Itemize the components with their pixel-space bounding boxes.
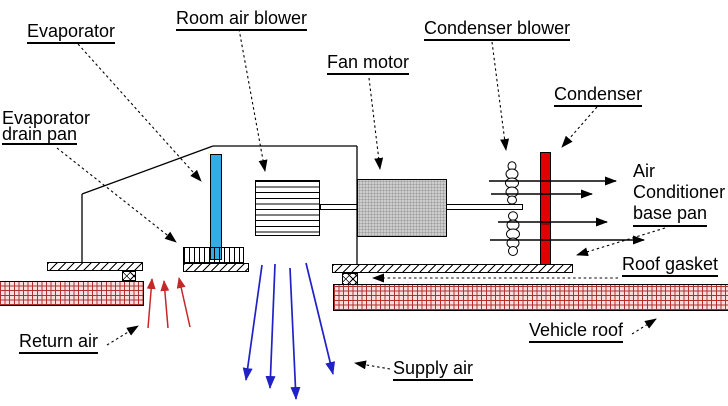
leader-vehicle-roof [631,318,657,335]
supply-air-label: Supply air [393,359,474,381]
condenser-blower-label: Condenser blower [424,19,571,41]
evaporator-drain-pan-label-line1: Evaporator [2,108,91,128]
leader-condenser [561,106,598,148]
roof-gasket-label: Roof gasket [622,255,719,277]
fan-motor-box [357,179,447,237]
leader-condenser-blower [491,41,510,151]
condenser-airflow-arrows [489,176,645,245]
ac-base-pan-label-line1: Air [633,161,655,181]
leader-room-air-blower [238,28,268,172]
condenser-fan-shaft [446,204,523,210]
leader-drain-pan [56,147,177,243]
ac-base-pan-bar [332,264,573,273]
evaporator-drain-pan-label-line2: drain pan [2,124,78,145]
ac-base-pan-label-line2: Conditioner [633,182,726,202]
drain-pan-left [47,262,143,271]
leader-supply-air [354,360,391,370]
supply-air-arrows [242,262,336,400]
return-air-label: Return air [19,332,99,354]
ac-base-pan-label: Air Conditioner base pan [633,161,725,227]
vehicle-roof-right [333,284,728,311]
leader-base-pan [576,227,666,257]
evaporator-drain-pan-label: Evaporator drain pan [2,108,91,145]
leader-return-air [106,325,139,346]
room-air-blower-label: Room air blower [176,9,308,31]
blower-shaft [320,204,358,210]
fan-motor-label: Fan motor [327,53,410,75]
drain-pan-center [183,263,249,272]
evaporator-coil [210,154,222,260]
evaporator-drain-pan-grille [183,247,244,263]
vehicle-roof-left [0,281,144,306]
roof-gasket-left [122,271,136,281]
condenser-coil [540,152,551,265]
leader-evaporator [77,43,202,182]
condenser-label: Condenser [554,85,643,107]
vehicle-roof-label: Vehicle roof [529,321,624,343]
room-air-blower-box [255,180,320,236]
evaporator-label: Evaporator [27,22,116,44]
ac-base-pan-label-line3: base pan [633,203,708,227]
leader-fan-motor [368,77,384,170]
return-air-arrows [146,277,191,329]
